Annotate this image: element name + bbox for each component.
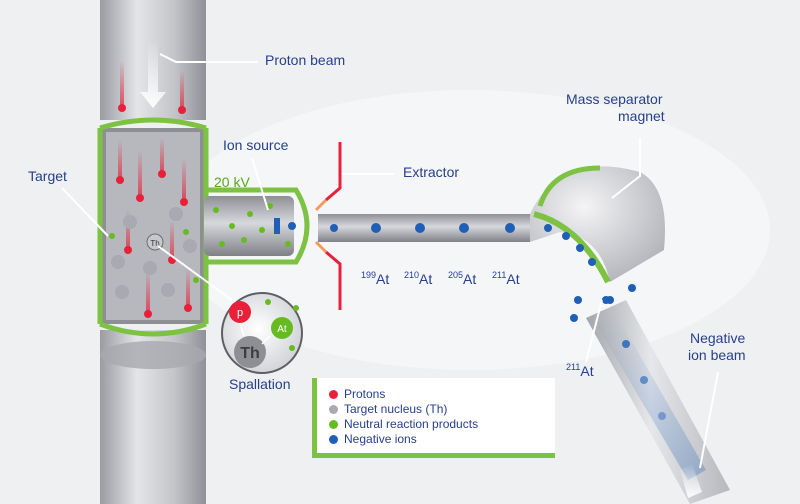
target-chamber-rim-bottom xyxy=(99,321,207,337)
legend-label-neutral-products: Neutral reaction products xyxy=(344,417,479,431)
spallation-arrow-1 xyxy=(239,322,245,337)
magnet-rim-inner xyxy=(533,211,611,284)
spallation-fragment-3 xyxy=(289,345,295,351)
extractor-label: Extractor xyxy=(403,164,460,180)
negative-ion-beam-particles xyxy=(602,296,666,420)
ion-source-rim xyxy=(206,187,310,265)
spallation-fragment-2 xyxy=(293,305,299,311)
ion-source-products xyxy=(213,203,296,247)
spallation-product-tag: At xyxy=(277,324,287,335)
ion-source-label: Ion source xyxy=(223,137,289,153)
legend-dot-negative-ions xyxy=(329,435,338,444)
ion-source-body xyxy=(204,196,294,256)
proton-beam-arrow xyxy=(140,40,166,108)
legend-item-target-nucleus: Target nucleus (Th) xyxy=(329,402,447,416)
spallation-product xyxy=(271,317,293,339)
legend-dot-neutral-products xyxy=(329,420,338,429)
proton-beam-label: Proton beam xyxy=(265,52,346,68)
negative-ion-beam-label-line1: Negative xyxy=(690,330,746,346)
target-chamber-rim-top xyxy=(99,117,207,131)
isotope-label-3: 205At xyxy=(448,270,477,287)
mass-separator-magnet xyxy=(530,166,665,282)
proton-streaks xyxy=(118,60,190,314)
legend-label-protons: Protons xyxy=(344,387,386,401)
spallation-nucleus xyxy=(234,336,266,368)
magnet-ion-trail xyxy=(544,224,596,266)
magnet-rim-top xyxy=(537,165,601,207)
negative-ion-beam-glow xyxy=(596,314,706,480)
spallation-nucleus-tag: Th xyxy=(240,345,260,362)
negative-ions-in-pipe xyxy=(330,223,515,233)
selected-isotope-label: 211At xyxy=(566,362,594,379)
extractor-tip-upper xyxy=(314,198,328,212)
spallation-zoom-connector xyxy=(157,245,233,301)
lower-pipe-opening xyxy=(100,341,206,369)
spallation-proton-tag: p xyxy=(237,307,243,319)
legend: Protons Target nucleus (Th) Neutral reac… xyxy=(312,378,555,458)
legend-label-negative-ions: Negative ions xyxy=(344,432,417,446)
spallation-proton xyxy=(229,301,251,323)
isotope-label-2: 210At xyxy=(404,270,433,287)
extractor-upper-plate xyxy=(325,142,342,202)
target-particles xyxy=(109,104,199,318)
voltage-label: 20 kV xyxy=(214,174,250,190)
legend-item-negative-ions: Negative ions xyxy=(329,432,417,446)
leader-lines xyxy=(61,53,719,469)
legend-label-target-nucleus: Target nucleus (Th) xyxy=(344,402,448,416)
extractor-tip-lower xyxy=(314,240,328,254)
isotope-label-4: 211At xyxy=(492,270,520,287)
target-label: Target xyxy=(28,168,67,184)
legend-dot-target-nucleus xyxy=(329,405,338,414)
spallation-arrow-2 xyxy=(261,335,271,345)
negative-ion-beam-label-line2: ion beam xyxy=(688,347,746,363)
isotope-label-1: 199At xyxy=(361,270,390,287)
legend-item-neutral-products: Neutral reaction products xyxy=(329,417,478,431)
extractor-lower-plate xyxy=(325,250,342,310)
negative-ion-beam-arrow xyxy=(680,464,702,498)
mass-separator-label-line2: magnet xyxy=(618,108,665,124)
mass-separator-label-line1: Mass separator xyxy=(566,91,663,107)
spallation-label: Spallation xyxy=(229,376,291,392)
legend-dot-protons xyxy=(329,390,338,399)
target-nucleus-tag: Th xyxy=(150,239,159,248)
spallation-fragment-1 xyxy=(265,299,271,305)
legend-item-protons: Protons xyxy=(329,387,385,401)
ion-source-surface xyxy=(274,218,280,234)
